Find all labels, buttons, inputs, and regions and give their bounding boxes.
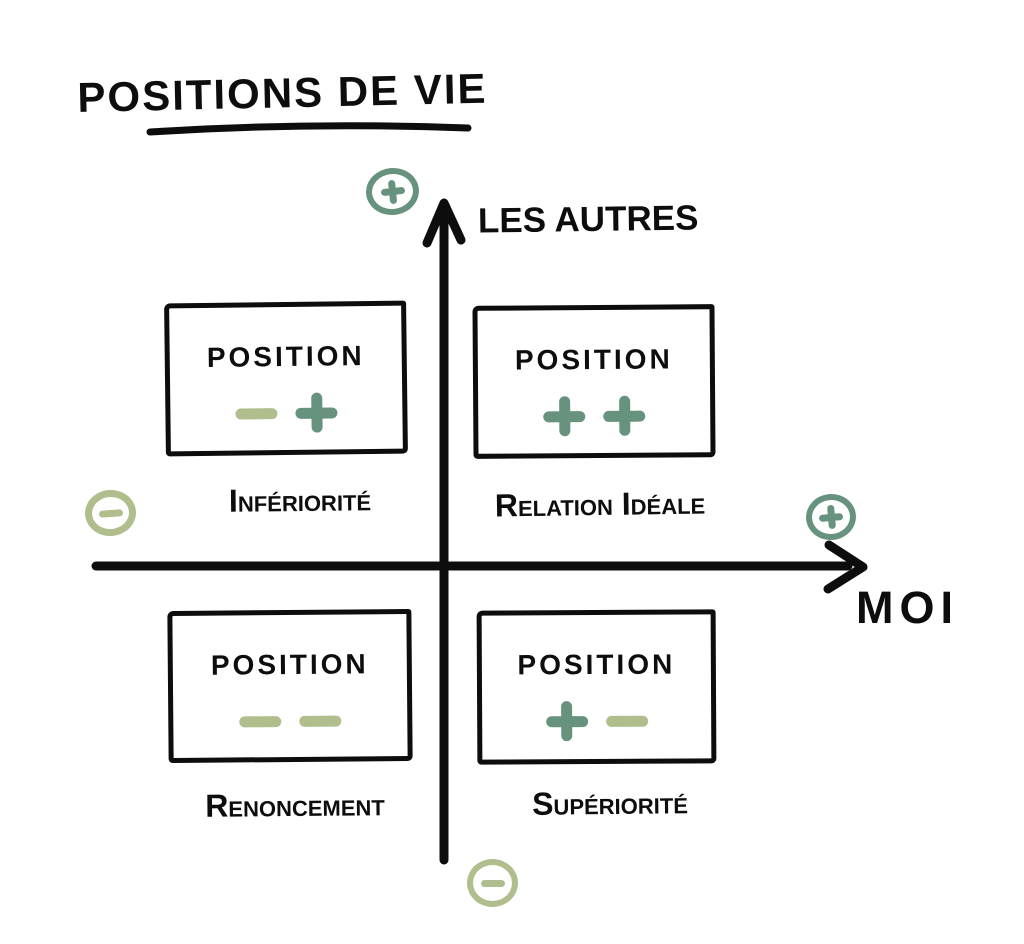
page-title: POSITIONS DE VIE bbox=[76, 64, 488, 122]
minus-sign bbox=[235, 393, 278, 434]
plus-sign bbox=[295, 392, 338, 433]
box-title: POSITION bbox=[517, 648, 676, 681]
arrow-up-icon bbox=[422, 198, 466, 248]
quadrant-box-top-left: POSITION bbox=[164, 300, 408, 457]
quadrant-box-bottom-right: POSITION bbox=[476, 609, 717, 765]
arrow-right-icon bbox=[823, 540, 868, 594]
quadrant-box-bottom-left: POSITION bbox=[167, 608, 413, 764]
circled-minus-icon bbox=[467, 859, 518, 907]
plus-sign bbox=[379, 178, 405, 204]
quadrant-label-inferiority: Infériorité bbox=[228, 481, 372, 519]
minus-sign bbox=[299, 701, 342, 741]
minus-sign bbox=[239, 701, 282, 741]
quadrant-box-top-right: POSITION bbox=[472, 304, 716, 459]
minus-sign bbox=[605, 701, 648, 741]
plus-sign bbox=[603, 395, 646, 436]
box-title: POSITION bbox=[514, 343, 673, 376]
quadrant-label-superiority: Supériorité bbox=[531, 784, 689, 822]
quadrant-label-renouncement: Renoncement bbox=[205, 786, 385, 824]
box-title: POSITION bbox=[206, 340, 365, 373]
plus-sign bbox=[543, 396, 586, 437]
plus-sign bbox=[818, 504, 844, 530]
horizontal-axis-label: MOI bbox=[856, 582, 959, 633]
vertical-axis-label: LES AUTRES bbox=[477, 198, 699, 241]
box-signs bbox=[173, 700, 407, 742]
box-title: POSITION bbox=[210, 648, 369, 681]
title-underline bbox=[146, 122, 472, 136]
box-signs bbox=[478, 395, 710, 437]
minus-sign bbox=[98, 500, 124, 526]
quadrant-label-ideal-relation: Relation Idéale bbox=[494, 484, 706, 524]
plus-sign bbox=[545, 701, 588, 742]
box-signs bbox=[482, 700, 711, 742]
box-signs bbox=[170, 392, 402, 435]
minus-sign bbox=[480, 871, 505, 895]
